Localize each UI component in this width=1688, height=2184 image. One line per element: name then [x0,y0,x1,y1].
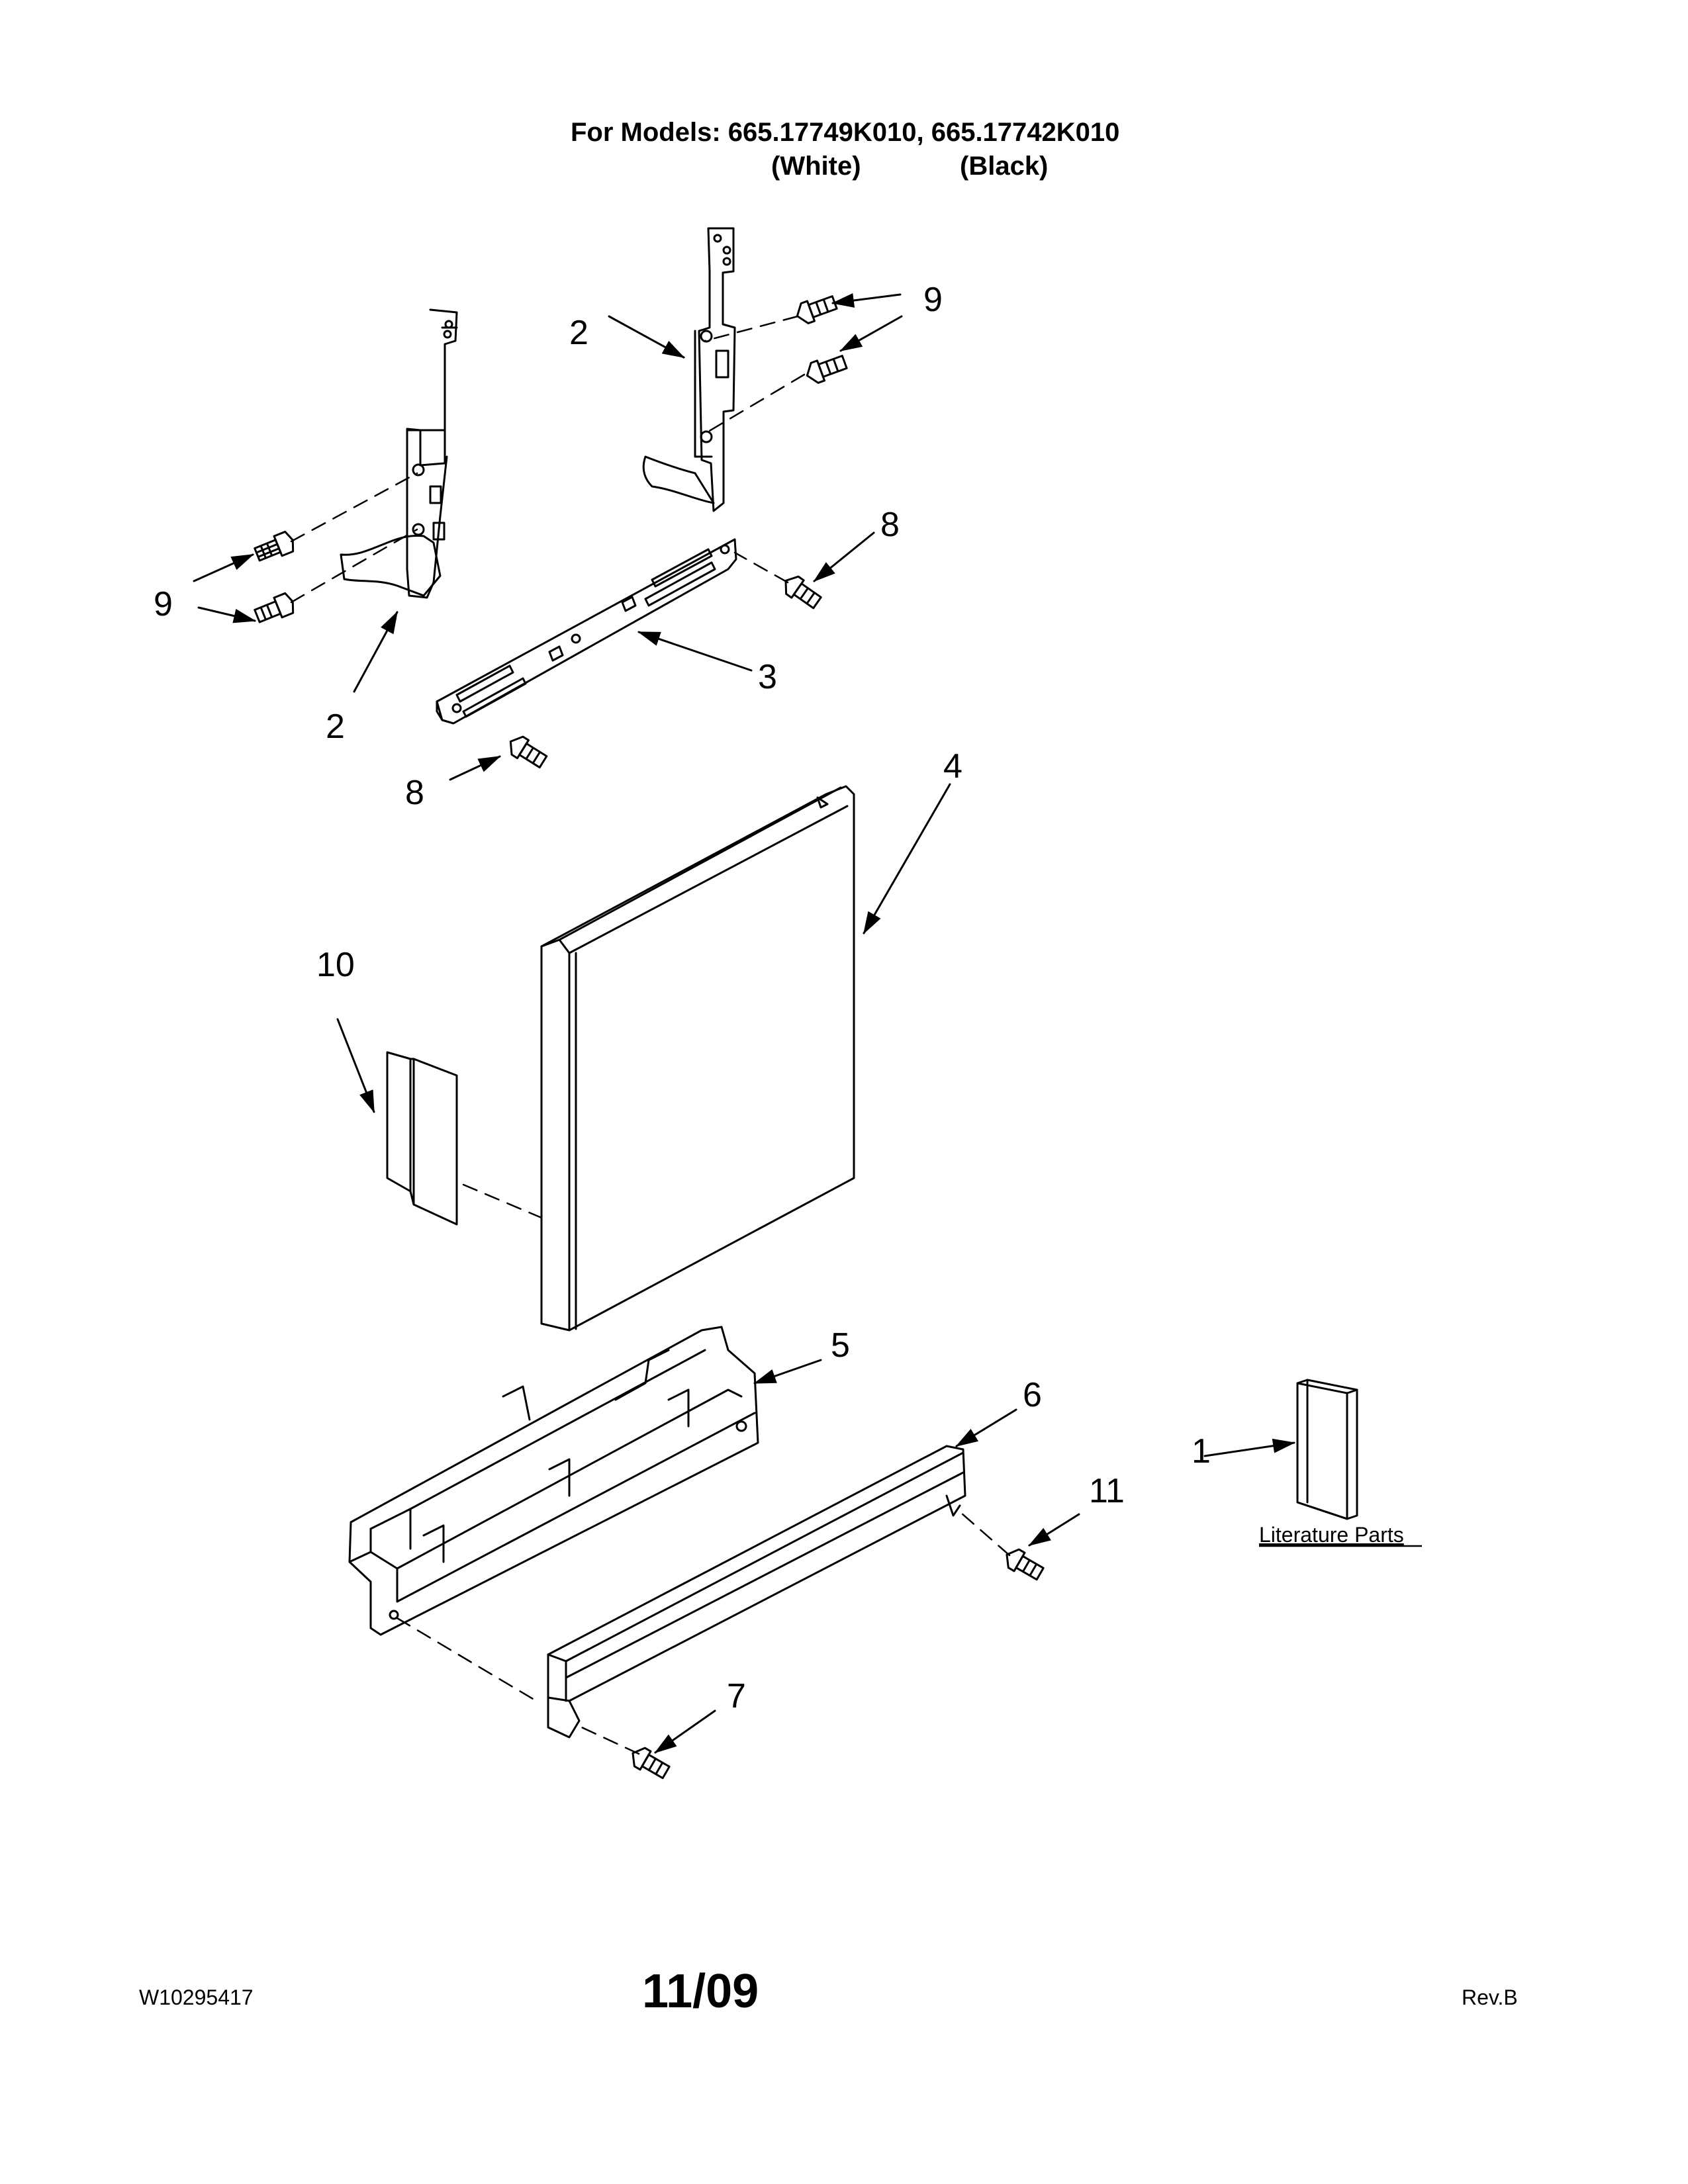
callout-10: 10 [316,946,355,984]
variant-black-label: (Black) [960,152,1049,181]
literature-booklet [1296,1379,1358,1520]
callout-7: 7 [727,1677,746,1715]
callout-4: 4 [943,747,962,786]
callout-2-lower: 2 [326,707,345,746]
toe-panel [547,1445,966,1739]
screw-9-right-upper [796,295,838,324]
models-title: For Models: 665.17749K010, 665.17742K010 [571,118,1120,147]
variant-white-label: (White) [771,152,861,181]
screw-9-left-upper [254,530,295,562]
callout-11: 11 [1089,1472,1125,1510]
callout-3: 3 [758,658,777,696]
callout-8-upper: 8 [880,506,900,544]
revision-date: 11/09 [642,1965,759,2018]
inner-door-liner [348,1326,759,1636]
screw-9-right-mid [806,355,848,384]
screw-9-left-lower [254,592,295,623]
leader-arrows [193,293,1295,1754]
screw-7 [632,1747,671,1780]
assembly-lines [290,315,1011,1755]
callout-5: 5 [831,1326,850,1365]
screw-8-right [784,575,822,610]
callout-8-lower: 8 [405,774,424,812]
callout-2-upper: 2 [569,314,588,352]
screw-8-left [509,735,548,769]
support-rail [436,538,737,725]
document-number: W10295417 [139,1985,254,2009]
callout-6: 6 [1023,1376,1042,1414]
left-hinge-bracket [340,308,458,599]
revision-label: Rev.B [1462,1985,1518,2009]
door-panel [540,785,855,1332]
insulation-pad [386,1051,458,1226]
callout-1: 1 [1192,1432,1211,1471]
screw-11 [1006,1548,1045,1581]
right-hinge-bracket [642,227,736,512]
literature-parts-label: Literature Parts [1259,1523,1404,1547]
callout-9-upper: 9 [923,281,943,319]
callout-9-lower: 9 [154,585,173,623]
